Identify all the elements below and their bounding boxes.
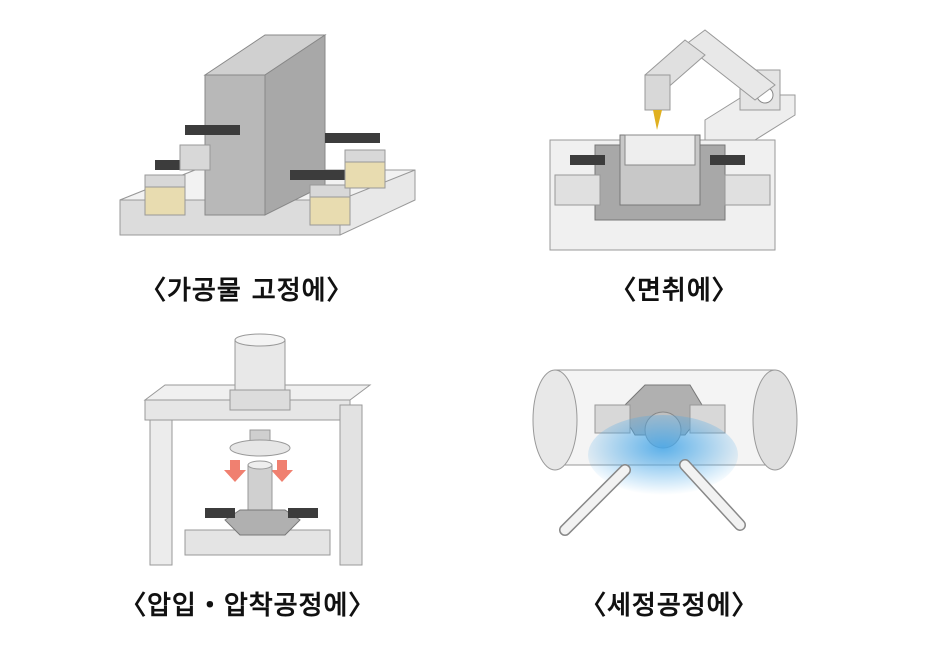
caption-press-fitting: 〈압입・압착공정에〉 (120, 591, 376, 621)
workpiece-fixing-illustration (110, 25, 420, 250)
caption-chamfering: 〈면취에〉 (610, 276, 739, 306)
cleaning-process-illustration (525, 365, 800, 545)
caption-cleaning: 〈세정공정에〉 (580, 591, 759, 621)
chamfering-robot-illustration (545, 25, 805, 251)
caption-workpiece-fixing: 〈가공물 고정에〉 (140, 276, 354, 306)
press-fitting-illustration (140, 330, 380, 570)
